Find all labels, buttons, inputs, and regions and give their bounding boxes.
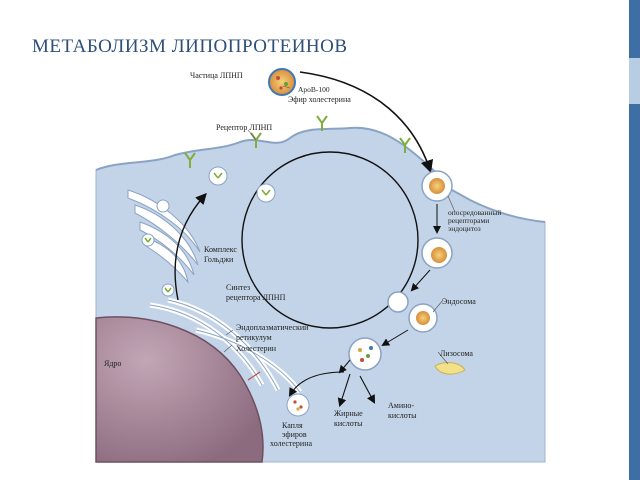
product-arrows [288,371,376,408]
label-nucleus: Ядро [104,359,121,368]
lysosome-vesicle [348,337,382,371]
label-lysosome: Лизосома [440,349,473,358]
recycling-cycle [241,151,419,329]
label-golgi-line1: Комплекс [204,245,237,254]
label-droplet-line2: эфиров [282,430,307,439]
label-amino-line2: кислоты [388,411,417,420]
endosome-vesicles [387,291,438,333]
slide-title: МЕТАБОЛИЗМ ЛИПОПРОТЕИНОВ [32,36,348,57]
ldl-receptors [184,115,411,168]
label-endocytosis-line2: рецепторами [448,216,489,225]
label-golgi-line2: Гольджи [204,255,234,264]
label-fatty-line1: Жирные [334,409,363,418]
label-cholesterol: Холестерин [236,344,277,353]
label-endocytosis-line1: опосредованный [448,208,501,217]
accent-bar [629,0,640,480]
cholesterol-ester-droplet [286,393,310,417]
label-droplet-line3: холестерина [270,439,312,448]
nucleus [95,316,264,463]
label-amino-line1: Амино- [388,401,414,410]
accent-bar-highlight [629,58,640,104]
label-fatty-line2: кислоты [334,419,363,428]
ldl-particle [268,68,296,96]
label-endosome: Эндосома [442,297,476,306]
cholesterol-arrow [247,371,261,381]
label-er-line1: Эндоплазматический [236,323,309,332]
label-synthesis-line1: Синтез [226,283,250,292]
synthesis-arrow [174,192,207,301]
label-er-line2: ретикулум [236,333,272,342]
label-droplet-line1: Капля [282,421,303,430]
label-cholesterol-ester: Эфир холестерина [288,95,351,104]
golgi-apparatus [127,189,201,284]
label-ldl-particle: Частица ЛПНП [190,71,243,80]
label-ldl-receptor: Рецептор ЛПНП [216,123,272,132]
label-endocytosis-line3: эндоцитоз [448,224,481,233]
ldl-uptake-arrow [299,71,434,174]
label-synthesis-line2: рецептора ЛПНП [226,293,286,302]
endocytic-vesicle-2 [421,237,453,269]
receptor-vesicles [141,166,276,297]
endocytic-vesicle-1 [421,170,453,202]
label-apob100: ApoB-100 [298,85,330,94]
lysosome [434,362,466,375]
